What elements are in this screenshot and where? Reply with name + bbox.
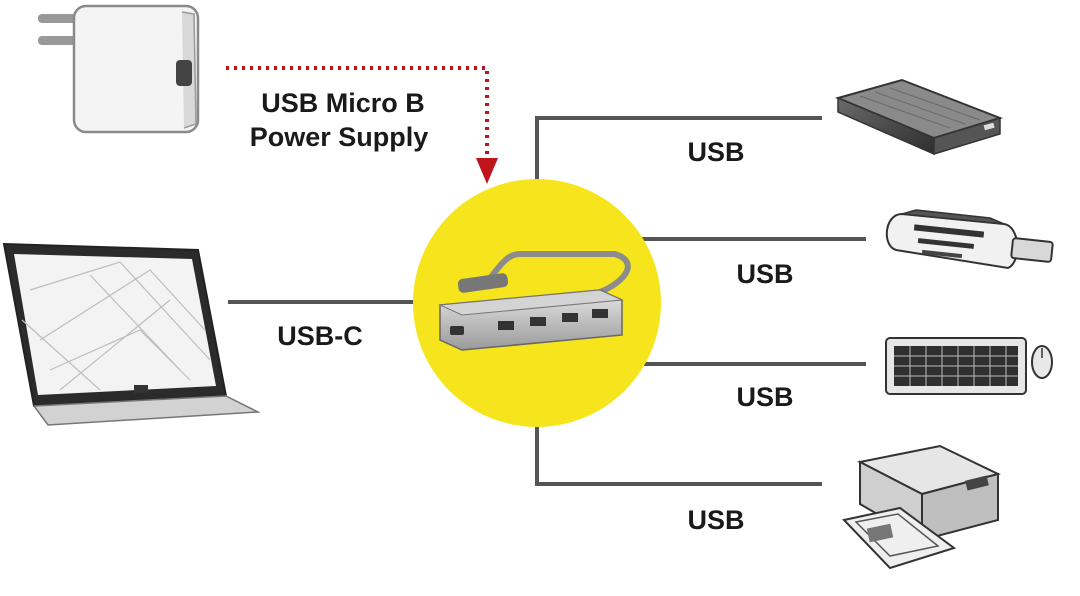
connector-lines xyxy=(228,116,866,486)
device3-usb-label: USB xyxy=(736,382,793,412)
power-supply-label-line1: USB Micro B xyxy=(261,88,425,118)
device1-usb-label: USB xyxy=(687,137,744,167)
power-arrow xyxy=(226,66,498,184)
keyboard-mouse-icon xyxy=(885,337,1053,395)
power-supply-label-line2: Power Supply xyxy=(250,122,429,152)
printer-icon xyxy=(842,444,1001,570)
laptop-icon xyxy=(2,242,261,426)
device1-connector-line xyxy=(535,116,822,182)
laptop-usbc-label: USB-C xyxy=(277,321,363,351)
labels: USB Micro B Power Supply USB-C USB USB U… xyxy=(247,85,797,538)
device4-usb-label: USB xyxy=(687,505,744,535)
device4-connector-line xyxy=(535,424,822,486)
usb-hub-icon xyxy=(438,251,631,351)
device2-usb-label: USB xyxy=(736,259,793,289)
external-hard-drive-icon xyxy=(834,78,1004,156)
card-reader-icon xyxy=(885,209,1054,270)
power-adapter-icon xyxy=(38,4,200,134)
